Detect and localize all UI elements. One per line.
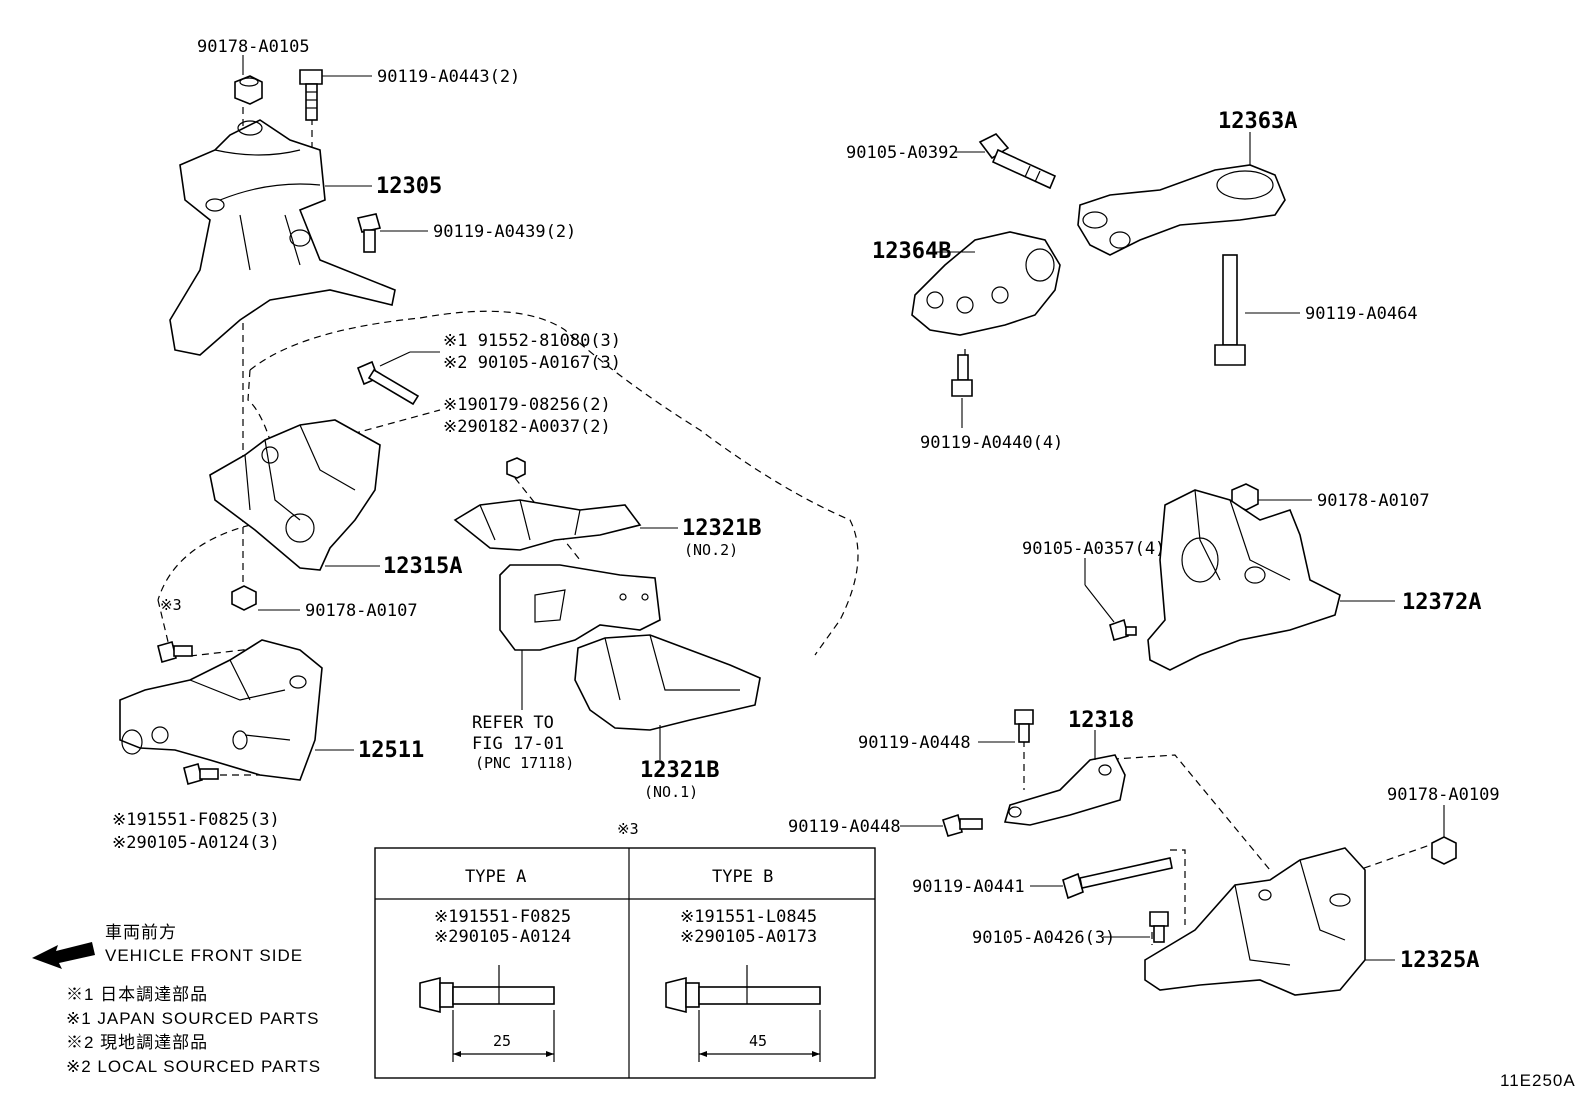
label-90119-a0448-lower[interactable]: 90119-A0448 [788,817,901,837]
label-12364b[interactable]: 12364B [872,239,951,264]
type-b-length: 45 [749,1032,767,1050]
label-12321b-no1-sub: (NO.1) [644,783,698,801]
label-90119-a0441[interactable]: 90119-A0441 [912,877,1025,897]
refer-line-1: REFER TO [472,713,554,733]
cover-12321b-no1-icon[interactable] [574,634,761,731]
bolt-90105-a0426-icon[interactable] [1149,911,1169,943]
torque-rod-12363a-icon[interactable] [1077,164,1286,256]
label-12305[interactable]: 12305 [376,174,442,199]
bolt-type-table: ※3 TYPE A ※191551-F0825 ※290105-A0124 25… [374,820,876,1079]
bolt-90105-a0357-icon[interactable] [1109,618,1137,641]
bolt-91552-81080-icon[interactable] [356,360,420,406]
bracket-12325a-icon[interactable] [1144,847,1366,996]
label-12511[interactable]: 12511 [358,738,424,763]
figure-id: 11E250A [1500,1071,1576,1090]
note2-jp: ※2 現地調達部品 [66,1033,208,1052]
bolt-90119-a0439-icon[interactable] [356,213,382,253]
type-a-line2: ※290105-A0124 [434,927,571,947]
type-b-bolt-icon [665,965,821,1014]
bolt-note3-lower-icon[interactable] [183,763,219,785]
label-91551-f0825[interactable]: ※191551-F0825(3) [112,810,280,830]
label-90105-a0357[interactable]: 90105-A0357(4) [1022,539,1165,559]
label-90105-a0392[interactable]: 90105-A0392 [846,143,959,163]
cover-12321b-no2-icon[interactable] [453,499,642,551]
bracket-12364b-icon[interactable] [911,231,1061,336]
note2-en: ※2 LOCAL SOURCED PARTS [66,1057,321,1076]
label-90105-a0167[interactable]: ※2 90105-A0167(3) [443,353,621,373]
table-note: ※3 [617,820,639,838]
bracket-12318-icon[interactable] [1003,754,1126,826]
label-91552-81080[interactable]: ※1 91552-81080(3) [443,331,621,351]
type-a-header: TYPE A [465,867,526,887]
bracket-12305-icon[interactable] [169,119,396,356]
mount-12372a-icon[interactable] [1147,489,1341,671]
label-90182-a0037[interactable]: ※290182-A0037(2) [443,417,611,437]
bolt-90105-a0392-icon[interactable] [978,133,1057,190]
bolt-note3-upper-icon[interactable] [157,641,193,663]
type-b-header: TYPE B [712,867,773,887]
mount-12315a-icon[interactable] [209,419,381,571]
type-a-length: 25 [493,1032,511,1050]
label-12321b-no2[interactable]: 12321B [682,516,761,541]
label-90105-a0426[interactable]: 90105-A0426(3) [972,928,1115,948]
label-90105-a0124[interactable]: ※290105-A0124(3) [112,833,280,853]
refer-line-2: FIG 17-01 [472,734,564,754]
type-b-line1: ※191551-L0845 [680,907,817,927]
bracket-refer-fig-17-01-icon[interactable] [499,564,661,651]
bolt-90119-a0448-lower-icon[interactable] [942,813,983,837]
label-90178-a0109[interactable]: 90178-A0109 [1387,785,1500,805]
label-90119-a0440[interactable]: 90119-A0440(4) [920,433,1063,453]
bolt-90119-a0448-upper-icon[interactable] [1014,709,1034,743]
bolt-90119-a0440-icon[interactable] [951,354,973,397]
label-90178-a0107-left[interactable]: 90178-A0107 [305,601,418,621]
label-90179-08256[interactable]: ※190179-08256(2) [443,395,611,415]
label-note3-left: ※3 [160,596,182,614]
label-90119-a0448-upper[interactable]: 90119-A0448 [858,733,971,753]
part-labels: 90178-A0105 90119-A0443(2) 12305 90119-A… [112,37,1500,973]
label-12363a[interactable]: 12363A [1218,109,1297,134]
table-frame [374,847,876,1079]
bolt-90119-a0443-icon[interactable] [299,69,323,121]
nut-90178-a0107-left-icon[interactable] [231,585,257,611]
front-side-en: VEHICLE FRONT SIDE [105,946,303,965]
note1-jp: ※1 日本調達部品 [66,985,208,1004]
nut-90179-08256-icon[interactable] [506,457,526,479]
type-a-line1: ※191551-F0825 [434,907,571,927]
label-90178-a0107-right[interactable]: 90178-A0107 [1317,491,1430,511]
bracket-12511-icon[interactable] [119,639,323,781]
nut-90178-a0109-icon[interactable] [1431,836,1457,865]
nut-90178-a0105-icon[interactable] [234,75,263,105]
label-90119-a0443[interactable]: 90119-A0443(2) [377,67,520,87]
label-90178-a0105[interactable]: 90178-A0105 [197,37,310,57]
label-12315a[interactable]: 12315A [383,554,462,579]
leader-lines [242,55,1445,961]
legend: 車両前方 VEHICLE FRONT SIDE ※1 日本調達部品 ※1 JAP… [32,923,321,1076]
label-90119-a0439[interactable]: 90119-A0439(2) [433,222,576,242]
label-12372a[interactable]: 12372A [1402,590,1481,615]
front-side-jp: 車両前方 [105,923,177,942]
label-12321b-no2-sub: (NO.2) [684,541,738,559]
bolt-90119-a0464-icon[interactable] [1214,254,1246,366]
refer-line-3: (PNC 17118) [475,754,574,772]
bolt-90119-a0441-icon[interactable] [1062,857,1173,900]
label-12325a[interactable]: 12325A [1400,948,1479,973]
arrow-left-icon [32,942,95,969]
label-12321b-no1[interactable]: 12321B [640,758,719,783]
type-a-bolt-icon [419,965,555,1014]
type-b-line2: ※290105-A0173 [680,927,817,947]
label-12318[interactable]: 12318 [1068,708,1134,733]
note1-en: ※1 JAPAN SOURCED PARTS [66,1009,320,1028]
label-90119-a0464[interactable]: 90119-A0464 [1305,304,1418,324]
